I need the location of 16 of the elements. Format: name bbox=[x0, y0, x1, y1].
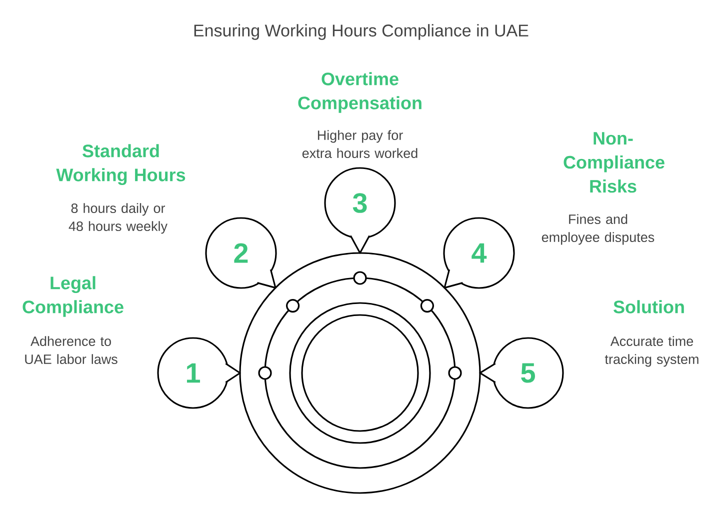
speech-bubble: 3 bbox=[324, 167, 396, 254]
description: Higher pay for extra hours worked bbox=[302, 130, 418, 158]
description: 8 hours daily or 48 hours weekly bbox=[68, 203, 168, 234]
title: Ensuring Working Hours Compliance in UAE bbox=[194, 24, 528, 40]
description: Fines and employee disputes bbox=[542, 214, 654, 245]
heading: Legal Compliance bbox=[22, 276, 124, 317]
speech-bubble: 4 bbox=[443, 217, 515, 289]
speech-bubble: 1 bbox=[157, 337, 241, 409]
heading: Standard Working Hours bbox=[56, 144, 186, 185]
description: Adherence to UAE labor laws bbox=[25, 336, 118, 364]
heading: Overtime Compensation bbox=[298, 72, 422, 113]
description: Accurate time tracking system bbox=[604, 336, 698, 367]
heading: Solution bbox=[614, 300, 684, 314]
speech-bubble: 2 bbox=[205, 217, 277, 289]
heading: Non-Compliance Risks bbox=[564, 132, 664, 193]
speech-bubble: 5 bbox=[479, 337, 564, 409]
